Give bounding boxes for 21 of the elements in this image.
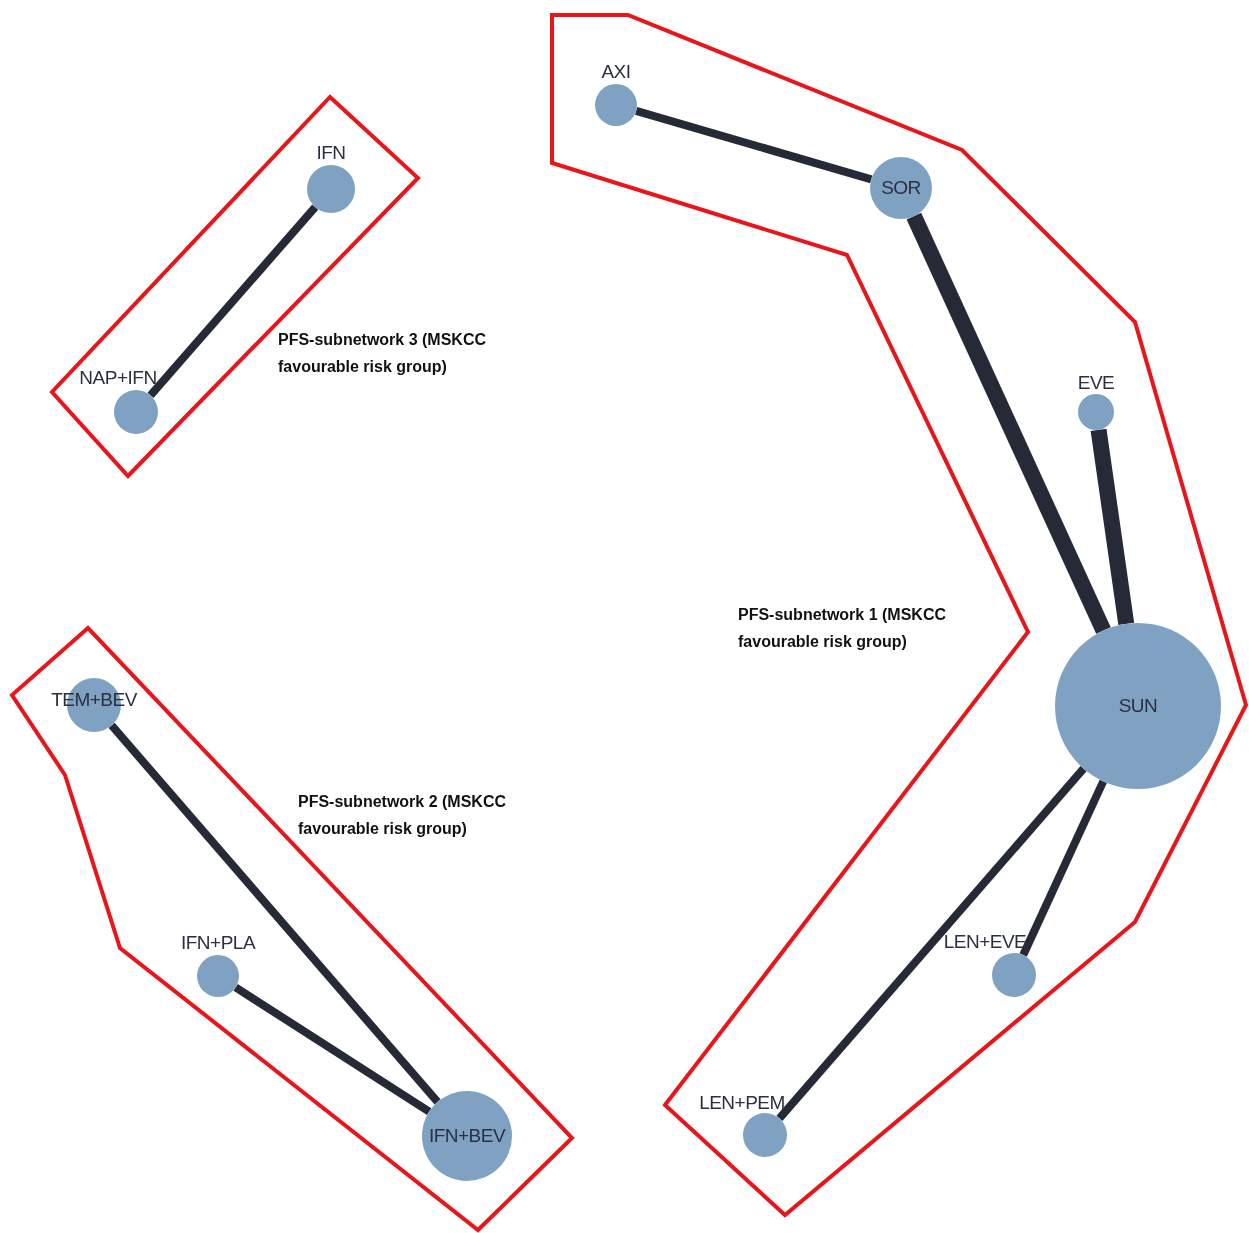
- node-label: SOR: [881, 177, 921, 199]
- node-label: SUN: [1118, 695, 1158, 717]
- node-label: LEN+EVE: [943, 931, 1027, 953]
- node-label: IFN: [316, 142, 346, 164]
- node-label: IFN+PLA: [180, 932, 256, 954]
- connector-line: [1019, 779, 1107, 957]
- node-label: EVE: [1077, 372, 1115, 394]
- connector-line: [147, 204, 319, 399]
- node-label: AXI: [601, 61, 631, 83]
- connector-line: [776, 766, 1087, 1122]
- connector-line: [906, 212, 1111, 634]
- node-label: NAP+IFN: [79, 367, 157, 389]
- connector-line: [635, 107, 873, 184]
- node-label: LEN+PEM: [699, 1092, 785, 1114]
- connector-line: [233, 984, 432, 1116]
- node-label: IFN+BEV: [428, 1125, 506, 1147]
- subnetwork-caption: PFS-subnetwork 2 (MSKCC favourable risk group): [298, 792, 507, 839]
- subnetwork-caption: PFS-subnetwork 3 (MSKCC favourable risk group): [278, 330, 487, 377]
- connector-line: [1090, 428, 1135, 625]
- subnetwork-caption: PFS-subnetwork 1 (MSKCC favourable risk group): [738, 605, 947, 652]
- connector-line: [108, 722, 441, 1105]
